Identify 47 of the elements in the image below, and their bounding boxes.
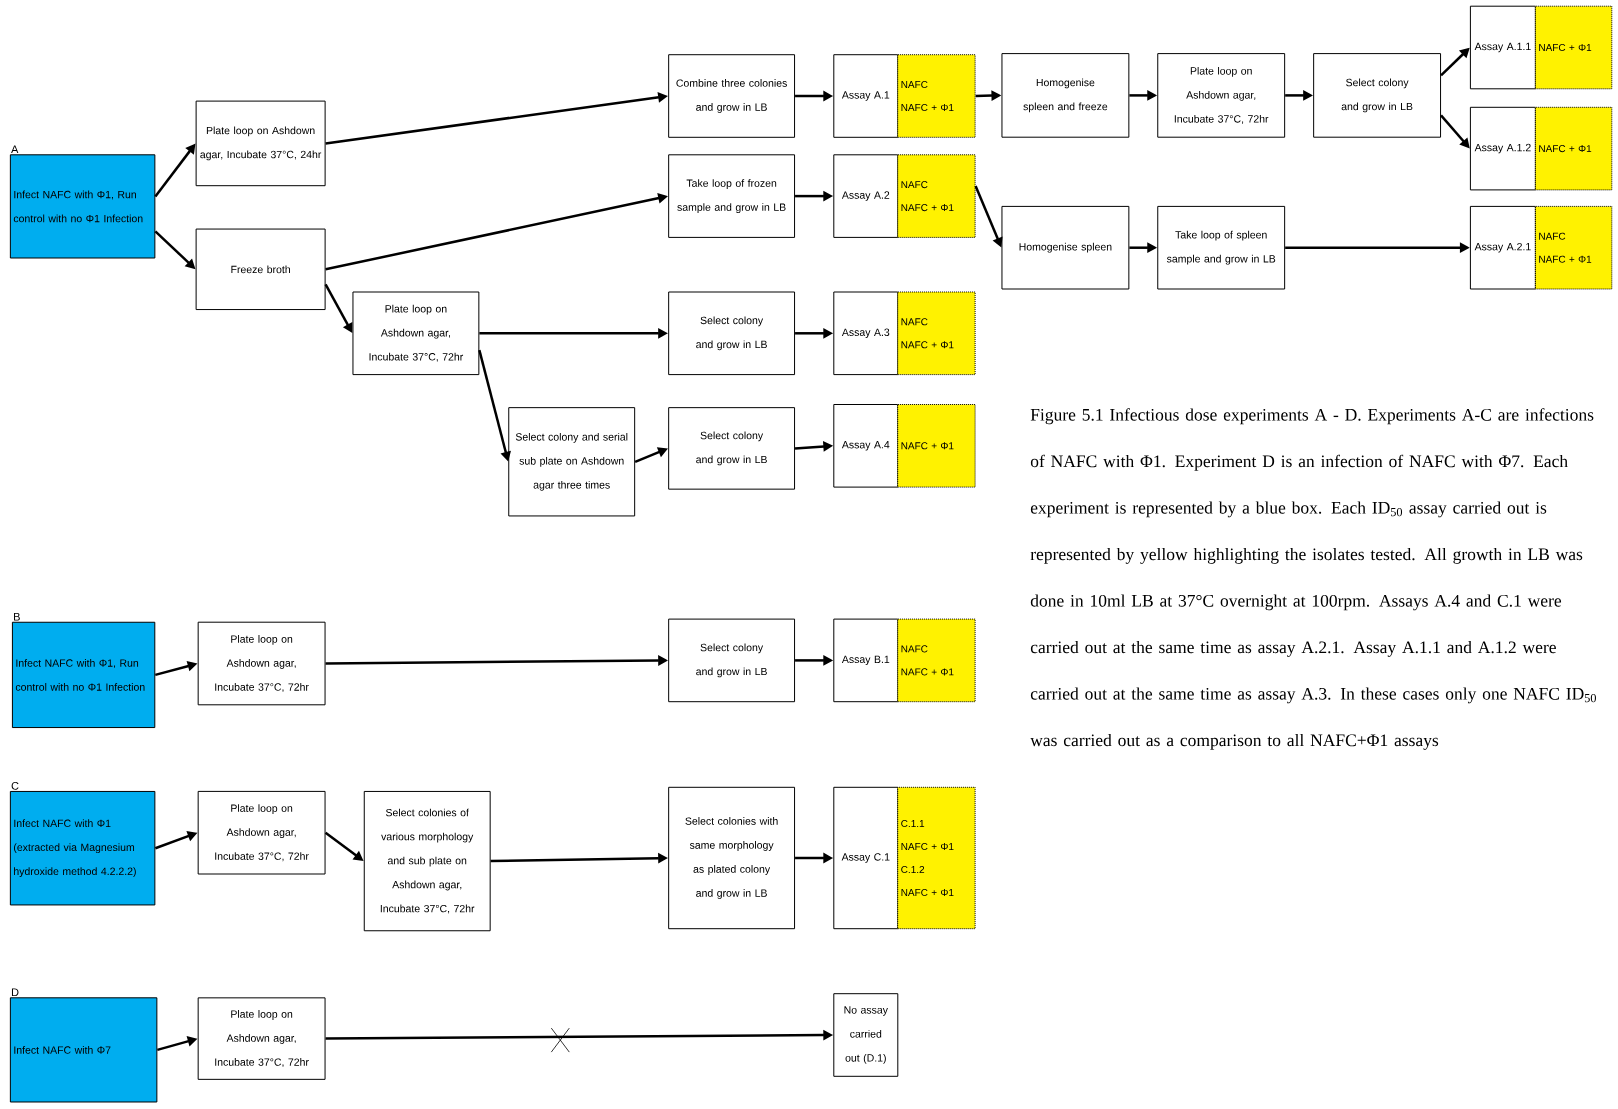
assay-box: No assay carried out (D.1) — [833, 993, 899, 1077]
process-box: Plate loop on Ashdown agar, Incubate 37°C, 24hr — [195, 100, 326, 187]
process-box: Take loop of spleen sample and grow in LB — [1157, 205, 1286, 290]
isolate-box: NAFC NAFC + Φ1 — [897, 54, 976, 138]
caption: Figure 5.1 Infectious dose experiments A - D. Experiments A-C are infections of NAFC with Φ1. Experiment D is an infection of NAFC with Φ7. Each experiment is represented by a blue box. Each ID$_{50}$ assay carried out is represented by yellow highlighting the isolates tested. All growth in LB was done in 10ml LB at 37°C overnight at 100rpm. Assays A.4 and C.1 were carried out at the same time as assay A.2.1. Assay A.1.1 and A.1.2 were carried out at the same time as assay A.3. In these cases only one NAFC ID$_{50}$ was carried out as a comparison to all NAFC+Φ1 assays — [1030, 408, 1596, 750]
assay-box: Assay B.1 — [833, 618, 899, 703]
process-box: Homogenise spleen and freeze — [1001, 53, 1130, 138]
process-box: Select colony and grow in LB — [668, 407, 796, 490]
process-box: Select colonies with same morphology as plated colony and grow in LB — [668, 786, 796, 930]
experiment-box: Infect NAFC with Φ1, Run control with no Φ1 Infection — [11, 621, 156, 729]
process-box: Select colony and grow in LB — [668, 618, 796, 703]
isolate-box: NAFC NAFC + Φ1 — [897, 154, 976, 238]
process-box: Take loop of frozen sample and grow in LB — [668, 154, 796, 238]
experiment-letter: A — [11, 145, 19, 154]
assay-box: Assay C.1 — [833, 786, 899, 930]
isolate-box: NAFC + Φ1 — [1534, 106, 1613, 191]
isolate-box: NAFC + Φ1 — [1534, 5, 1613, 90]
process-box: Combine three colonies and grow in LB — [668, 54, 796, 138]
process-box: Homogenise spleen — [1001, 205, 1130, 290]
isolate-box: NAFC NAFC + Φ1 — [897, 618, 976, 703]
assay-box: Assay A.3 — [833, 291, 899, 376]
process-box: Select colony and serial sub plate on Ashdown agar three times — [508, 407, 636, 517]
experiment-letter: B — [14, 613, 20, 621]
process-box: Plate loop on Ashdown agar, Incubate 37°C, 72hr — [352, 291, 480, 376]
assay-box: Assay A.1.2 — [1469, 106, 1536, 191]
experiment-box: Infect NAFC with Φ1, Run control with no Φ1 Infection — [9, 154, 156, 259]
assay-box: Assay A.2 — [833, 154, 899, 238]
process-box: Freeze broth — [195, 228, 326, 311]
process-box: Select colonies of various morphology and sub plate on Ashdown agar, Incubate 37°C, 72hr — [363, 790, 491, 932]
process-box: Plate loop on Ashdown agar, Incubate 37°C, 72hr — [197, 997, 326, 1080]
isolate-box: NAFC NAFC + Φ1 — [897, 291, 976, 376]
experiment-letter: D — [11, 988, 19, 997]
process-box: Select colony and grow in LB — [668, 291, 796, 376]
experiment-box: Infect NAFC with Φ1 (extracted via Magnesium hydroxide method 4.2.2.2) — [9, 790, 156, 906]
assay-box: Assay A.2.1 — [1469, 205, 1536, 290]
isolate-box: NAFC NAFC + Φ1 — [1534, 205, 1613, 290]
process-box: Select colony and grow in LB — [1313, 53, 1442, 138]
assay-box: Assay A.1.1 — [1469, 5, 1536, 90]
process-box: Plate loop on Ashdown agar, Incubate 37°C, 72hr — [197, 790, 326, 875]
experiment-box: Infect NAFC with Φ7 — [9, 997, 158, 1103]
isolate-box: NAFC + Φ1 — [897, 404, 976, 488]
process-box: Plate loop on Ashdown agar, Incubate 37°C, 72hr — [1157, 53, 1286, 138]
assay-box: Assay A.1 — [833, 54, 899, 138]
experiment-letter: C — [11, 781, 19, 790]
assay-box: Assay A.4 — [833, 404, 899, 488]
isolate-box: C.1.1 NAFC + Φ1 C.1.2 NAFC + Φ1 — [897, 786, 976, 930]
process-box: Plate loop on Ashdown agar, Incubate 37°C, 72hr — [197, 621, 326, 706]
